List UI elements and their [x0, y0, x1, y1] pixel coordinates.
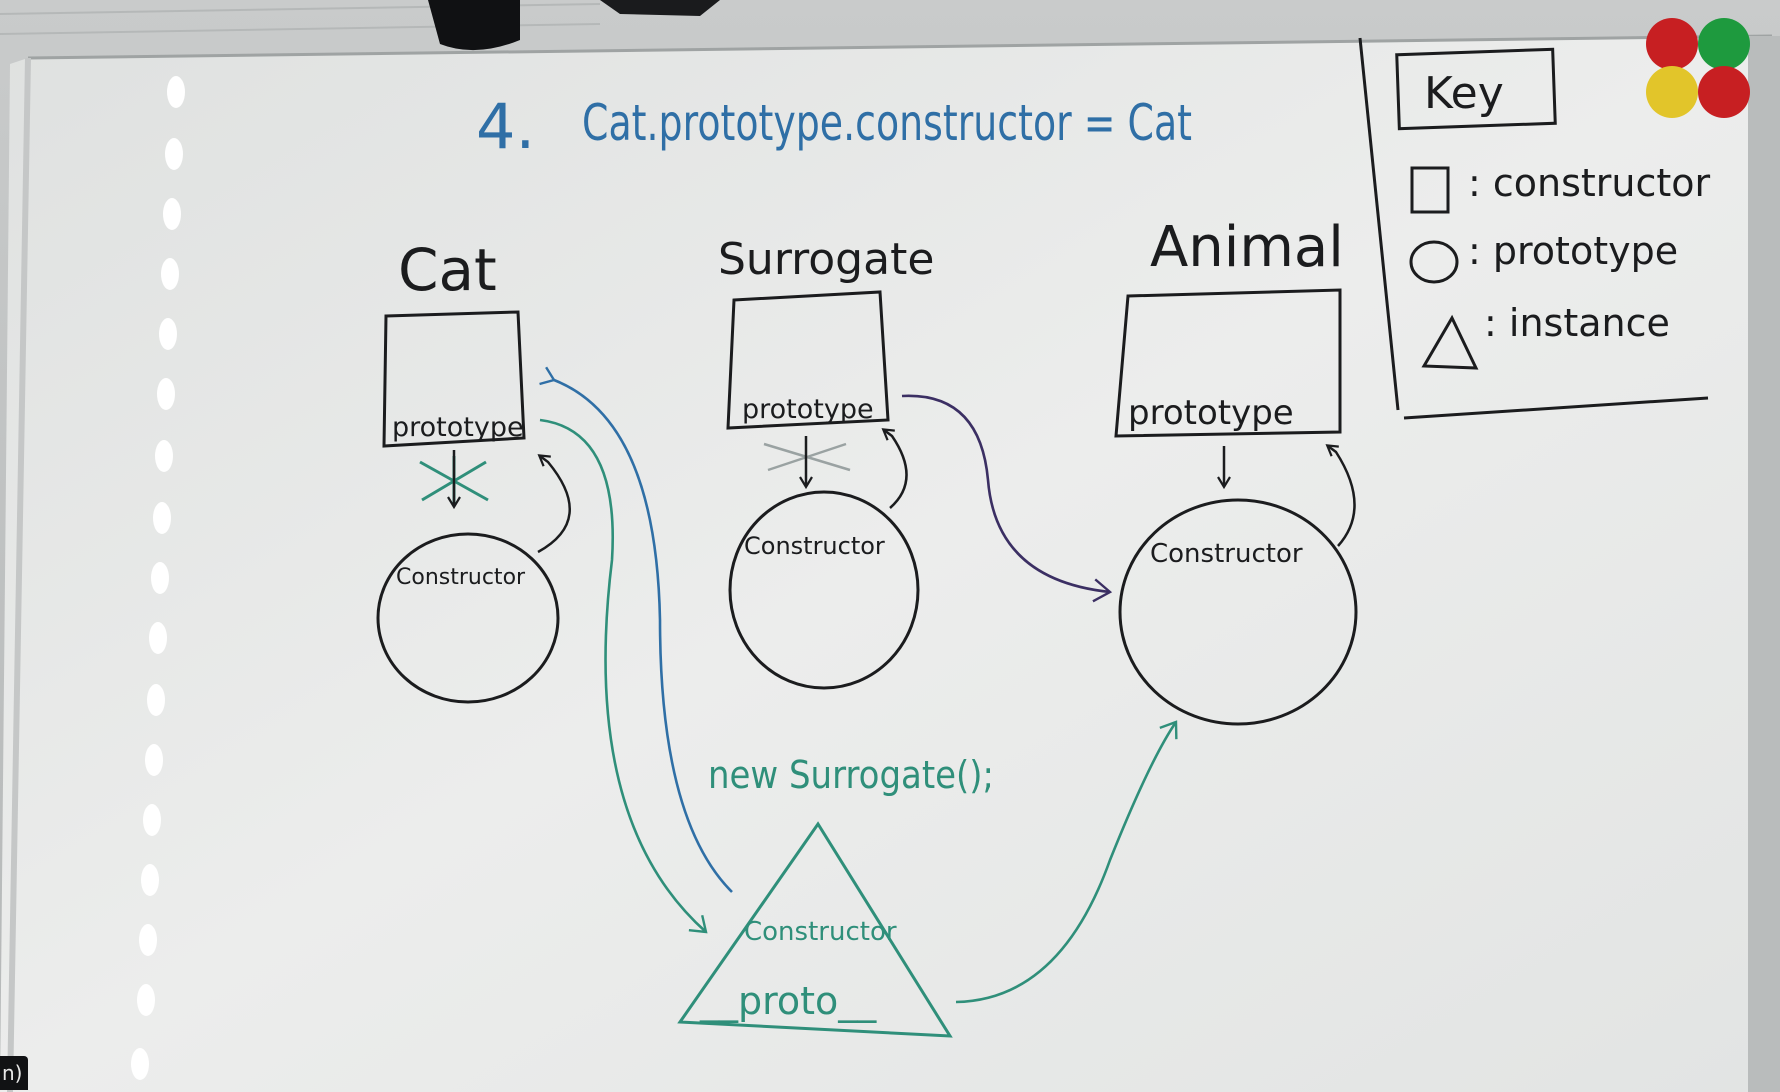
whiteboard-top-edge: [27, 34, 1773, 60]
key-heading: Key: [1424, 68, 1504, 119]
animal-group: Animal prototype Constructor: [1114, 215, 1358, 726]
key-entry-constructor: : constructor: [1468, 161, 1711, 205]
key-heading-box: [1395, 47, 1557, 131]
key-circle-icon: [1409, 240, 1459, 284]
surrogate-proto-constructor-slot: Constructor: [744, 532, 885, 560]
key-panel: Key : constructor : prototype : instance: [1358, 37, 1711, 420]
marker-clip: [428, 0, 520, 51]
magnets: [1646, 18, 1750, 118]
step-number: 4.: [476, 90, 535, 163]
surrogate-constructor-backlink: [881, 428, 908, 509]
whiteboard-surface: [0, 36, 1772, 1092]
instance-expression: new Surrogate();: [708, 753, 994, 797]
cat-prototype-circle: [376, 532, 560, 704]
magnet-green-icon: [1698, 18, 1750, 70]
key-underline: [1403, 396, 1709, 420]
marker-clip-right: [600, 0, 720, 16]
animal-prototype-circle: [1118, 498, 1358, 726]
magnet-red-icon: [1646, 18, 1698, 70]
animal-proto-constructor-slot: Constructor: [1150, 539, 1303, 569]
surrogate-prototype-circle: [728, 490, 920, 690]
instance-triangle: [677, 821, 953, 1038]
key-entry-instance: : instance: [1484, 301, 1670, 345]
cat-group: Cat prototype Constructor: [376, 236, 571, 704]
key-square-icon: [1410, 166, 1450, 214]
title-statement: Cat.prototype.constructor = Cat: [582, 94, 1192, 152]
cat-constructor-backlink: [537, 454, 571, 554]
instance-group: new Surrogate(); Constructor __proto__: [677, 753, 994, 1038]
cat-prototype-to-instance-arrow: [539, 418, 708, 934]
whiteboard-right-frame: [1748, 36, 1780, 1092]
animal-constructor-box: [1114, 288, 1342, 438]
surrogate-constructor-box: [726, 290, 890, 430]
cat-proto-constructor-slot: Constructor: [396, 565, 526, 590]
surrogate-label: Surrogate: [718, 234, 934, 285]
key-triangle-icon: [1421, 314, 1479, 370]
key-divider: [1358, 37, 1400, 411]
animal-prototype-slot: prototype: [1128, 393, 1294, 433]
magnet-red-icon: [1698, 66, 1750, 118]
instance-constructor-to-cat-arrow: [539, 366, 733, 893]
cat-constructor-box: [382, 310, 526, 448]
whiteboard-left-edge: [7, 57, 31, 1092]
light-reflection: [131, 76, 185, 1080]
animal-label: Animal: [1150, 215, 1344, 280]
surrogate-prototype-slot: prototype: [742, 394, 874, 425]
cat-label: Cat: [398, 236, 497, 304]
animal-constructor-backlink: [1325, 444, 1356, 547]
surrogate-to-animal-arrow: [901, 394, 1113, 603]
instance-proto-slot: __proto__: [699, 979, 877, 1023]
magnet-yellow-icon: [1646, 66, 1698, 118]
key-entry-prototype: : prototype: [1468, 229, 1678, 273]
video-caption-badge: n): [0, 1056, 29, 1090]
surrogate-group: Surrogate prototype Constructor: [718, 234, 934, 690]
cat-prototype-slot: prototype: [392, 412, 524, 443]
instance-proto-to-animal-arrow: [955, 720, 1178, 1004]
instance-constructor-slot: Constructor: [744, 917, 897, 947]
